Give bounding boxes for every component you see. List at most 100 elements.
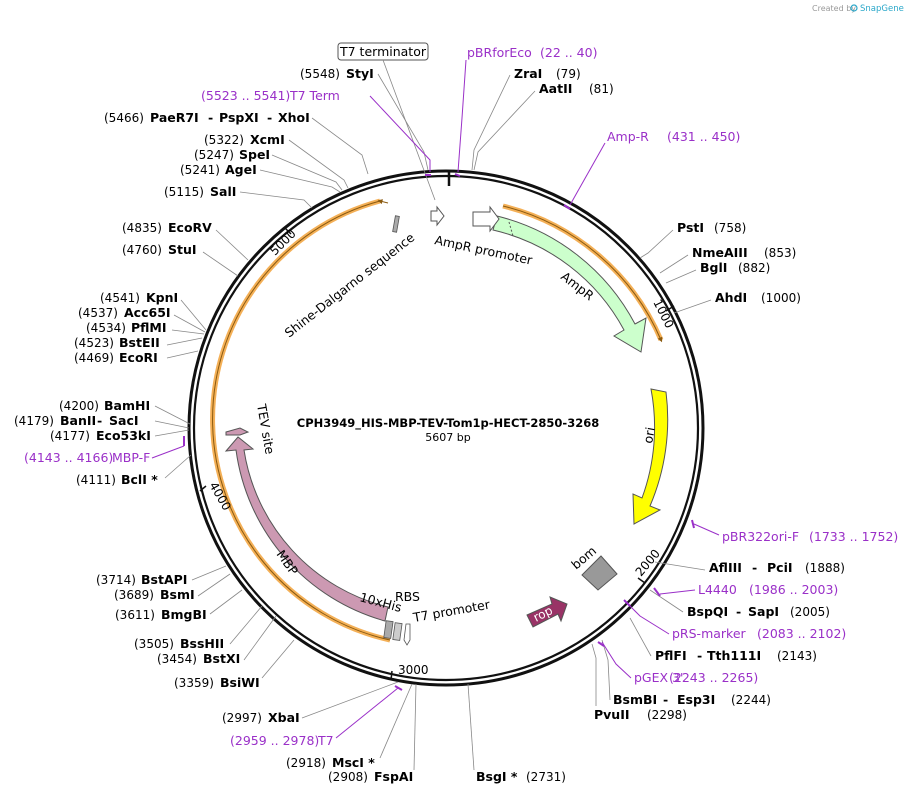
svg-text:-: - <box>208 110 213 125</box>
svg-text:(3454): (3454) <box>157 652 197 666</box>
plasmid-name: CPH3949_HIS-MBP-TEV-Tom1p-HECT-2850-3268 <box>297 416 599 431</box>
svg-text:PvuII: PvuII <box>594 707 630 722</box>
primer-pgex-3: pGEX 3' (2243 .. 2265) <box>634 670 758 685</box>
svg-text:(5523 .. 5541): (5523 .. 5541) <box>201 88 290 103</box>
svg-text:StyI: StyI <box>346 66 374 81</box>
svg-text:BstEII: BstEII <box>119 335 160 350</box>
leader-bsmi <box>197 573 231 597</box>
leader-t7-term <box>369 95 431 172</box>
svg-text:(3714): (3714) <box>96 573 136 587</box>
svg-text:(5322): (5322) <box>204 133 244 147</box>
enzyme-psti: PstI (758) <box>677 220 746 235</box>
leader-xbai <box>301 681 399 719</box>
label-tev-site: TEV site <box>254 402 278 456</box>
svg-text:EcoRI: EcoRI <box>119 350 158 365</box>
leader-ahdi <box>673 299 712 314</box>
leader-bsshii <box>229 605 263 645</box>
svg-text:BstXI: BstXI <box>203 651 240 666</box>
enzyme-agei: (5241) AgeI <box>180 162 257 177</box>
enzyme-bamhi: (4200) BamHI <box>59 398 150 413</box>
enzyme-bcli: (4111) BclI * <box>76 472 158 487</box>
leader-fspai <box>413 683 417 771</box>
enzyme-pflmi: (4534) PflMI <box>86 320 167 335</box>
leader-zrai <box>471 74 511 171</box>
enzyme-ecori: (4469) EcoRI <box>74 350 158 365</box>
svg-text:(4835): (4835) <box>122 221 162 235</box>
credit-prefix: Created by <box>812 4 856 13</box>
enzyme-bsteii: (4523) BstEII <box>74 335 160 350</box>
enzyme-eco53ki: (4177) Eco53kI <box>50 428 151 443</box>
svg-text:PaeR7I: PaeR7I <box>150 110 199 125</box>
label-t7-promoter: T7 promoter <box>411 597 492 626</box>
leader-pbr322ori-f <box>693 523 720 536</box>
svg-text:Tth111I: Tth111I <box>707 648 761 663</box>
snapgene-logo-icon <box>850 4 858 12</box>
svg-text:pGEX 3': pGEX 3' <box>634 670 683 685</box>
leader-t7-terminator <box>382 59 436 201</box>
label-shine-dalgarno: Shine-Dalgarno sequence <box>282 230 418 341</box>
primer-mark-pbrforeco <box>454 173 461 177</box>
svg-text:SapI: SapI <box>748 604 779 619</box>
svg-text:(1000): (1000) <box>761 291 801 305</box>
svg-text:(3611): (3611) <box>115 608 155 622</box>
svg-text:(4143 .. 4166): (4143 .. 4166) <box>24 450 113 465</box>
enzyme-kpni: (4541) KpnI <box>100 290 178 305</box>
svg-text:-: - <box>736 604 741 619</box>
primer-mark-pbr322ori-f <box>691 519 695 529</box>
leader-styi <box>377 73 429 171</box>
svg-text:Amp-R: Amp-R <box>607 129 649 144</box>
svg-text:(2083 .. 2102): (2083 .. 2102) <box>757 626 846 641</box>
ampr-start-marker <box>508 221 514 237</box>
enzyme-banii-saci: (4179) BanII - SacI <box>14 413 139 428</box>
enzyme-bstxi: (3454) BstXI <box>157 651 240 666</box>
svg-text:(4111): (4111) <box>76 473 116 487</box>
svg-text:BglI: BglI <box>700 260 727 275</box>
t7-promoter-arrow <box>403 623 411 646</box>
svg-text:(5115): (5115) <box>164 185 204 199</box>
svg-text:(3359): (3359) <box>174 676 214 690</box>
orf-arc-mbp-head <box>377 199 389 205</box>
svg-text:(4541): (4541) <box>100 291 140 305</box>
leader-bstxi <box>243 615 277 661</box>
svg-text:L4440: L4440 <box>698 582 737 597</box>
primer-mark-pgex-3 <box>597 641 605 647</box>
primer-t7: (2959 .. 2978) T7 <box>230 733 334 748</box>
leader-bamhi <box>154 405 191 425</box>
enzyme-sali: (5115) SalI <box>164 184 236 199</box>
svg-text:Eco53kI: Eco53kI <box>96 428 151 443</box>
leader-bspqi <box>649 589 684 613</box>
svg-text:(2005): (2005) <box>790 605 830 619</box>
enzyme-bspqi-sapi: BspQI - SapI (2005) <box>687 604 830 619</box>
svg-text:BsgI *: BsgI * <box>476 769 518 784</box>
svg-text:(882): (882) <box>738 261 770 275</box>
svg-text:(2908): (2908) <box>328 770 368 784</box>
svg-text:BspQI: BspQI <box>687 604 728 619</box>
tick-2000-mark <box>637 577 646 584</box>
svg-text:EcoRV: EcoRV <box>168 220 212 235</box>
svg-text:MscI *: MscI * <box>332 755 375 770</box>
enzyme-aatii: AatII (81) <box>539 81 614 96</box>
svg-text:BstAPI: BstAPI <box>141 572 187 587</box>
svg-text:PciI: PciI <box>767 560 793 575</box>
svg-text:-: - <box>697 648 702 663</box>
leader-kpni <box>180 299 207 331</box>
primer-mark-prs-marker <box>623 599 631 607</box>
svg-text:pBR322ori-F: pBR322ori-F <box>722 529 799 544</box>
svg-text:(2243 .. 2265): (2243 .. 2265) <box>669 670 758 685</box>
enzyme-bstapi: (3714) BstAPI <box>96 572 187 587</box>
enzyme-styi: (5548) StyI <box>300 66 374 81</box>
leader-bsteii <box>166 337 203 346</box>
svg-text:(2731): (2731) <box>526 770 566 784</box>
leader-amp-r <box>569 142 606 206</box>
backbone-inner <box>192 174 700 682</box>
enzyme-spei: (5247) SpeI <box>194 147 270 162</box>
leader-l4440 <box>659 589 696 595</box>
svg-text:AhdI: AhdI <box>715 290 747 305</box>
label-mbp: MBP <box>274 547 302 578</box>
svg-text:XcmI: XcmI <box>250 132 285 147</box>
svg-text:(4534): (4534) <box>86 321 126 335</box>
svg-text:PstI: PstI <box>677 220 704 235</box>
svg-text:(3689): (3689) <box>114 588 154 602</box>
ampr-promoter-arrow <box>472 205 500 233</box>
